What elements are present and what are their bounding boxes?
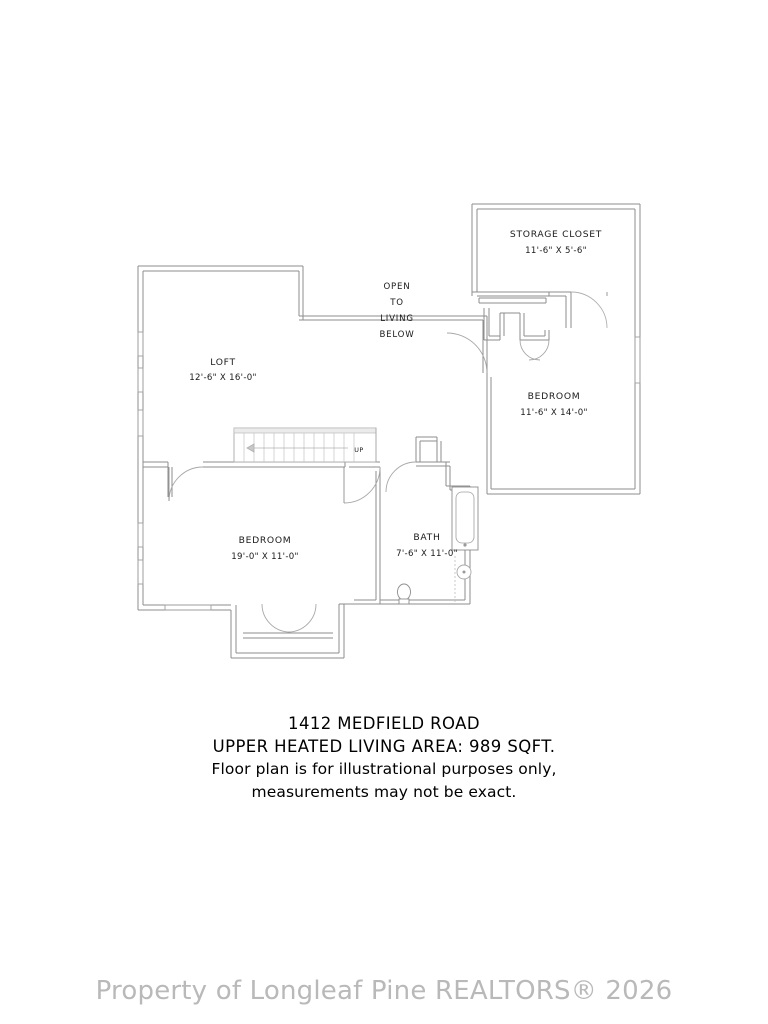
caption-disclaimer-line-1: Floor plan is for illustrational purpose…	[211, 760, 557, 778]
stair-arrow-icon	[246, 443, 348, 453]
open-to-living-below-line-1: OPEN	[383, 282, 410, 292]
caption-address: 1412 MEDFIELD ROAD	[288, 714, 480, 733]
room-label-storage-closet: STORAGE CLOSET	[510, 229, 602, 240]
caption-block: 1412 MEDFIELD ROAD UPPER HEATED LIVING A…	[0, 712, 768, 804]
room-dim-storage-closet: 11'-6" X 5'-6"	[525, 246, 587, 256]
stair-up-label: UP	[354, 446, 364, 454]
staircase	[233, 427, 377, 463]
open-to-living-below-line-4: BELOW	[379, 330, 414, 340]
open-to-living-below-line-3: LIVING	[380, 314, 414, 324]
room-dim-loft: 12'-6" X 16'-0"	[189, 373, 257, 383]
window-openings	[137, 331, 641, 611]
caption-area: UPPER HEATED LIVING AREA: 989 SQFT.	[212, 737, 556, 756]
floor-plan-svg: LOFT 12'-6" X 16'-0" STORAGE CLOSET 11'-…	[137, 203, 641, 659]
caption-disclaimer-line-2: measurements may not be exact.	[251, 783, 517, 801]
plan-annotations: OPEN TO LIVING BELOW UP	[354, 282, 414, 454]
wall-lines	[137, 203, 641, 659]
room-label-bedroom-lower-left: BEDROOM	[239, 535, 292, 546]
room-label-bedroom-upper-right: BEDROOM	[528, 391, 581, 402]
open-to-living-below-line-2: TO	[389, 298, 404, 308]
watermark-text: Property of Longleaf Pine REALTORS® 2026	[95, 976, 673, 1006]
room-dim-bedroom-lower-left: 19'-0" X 11'-0"	[231, 552, 299, 562]
bath-fixtures	[397, 486, 479, 605]
floor-plan-drawing: LOFT 12'-6" X 16'-0" STORAGE CLOSET 11'-…	[137, 203, 641, 659]
room-dim-bedroom-upper-right: 11'-6" X 14'-0"	[520, 408, 588, 418]
room-dim-bath: 7'-6" X 11'-0"	[396, 549, 458, 559]
room-label-bath: BATH	[413, 532, 440, 543]
toilet-icon	[397, 583, 411, 605]
door-swings	[168, 291, 608, 633]
room-labels: LOFT 12'-6" X 16'-0" STORAGE CLOSET 11'-…	[189, 229, 602, 562]
footer-watermark-block: Property of Longleaf Pine REALTORS® 2026	[0, 976, 768, 1006]
room-label-loft: LOFT	[210, 357, 236, 368]
